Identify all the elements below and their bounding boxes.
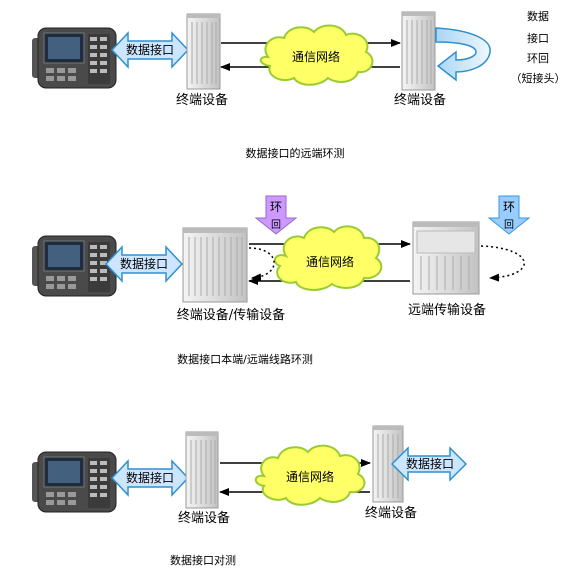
- right-device-label: 远端传输设备: [408, 302, 486, 318]
- terminal-device-right[interactable]: [401, 11, 436, 91]
- interface-label: 数据接口: [126, 470, 174, 485]
- loopback-arrow: [435, 27, 491, 82]
- remote-interface-label: 数据接口: [406, 456, 454, 471]
- terminal-transmission-device[interactable]: [182, 227, 248, 303]
- test-instrument[interactable]: [32, 451, 117, 513]
- diagram1-caption: 数据接口的远端环测: [246, 146, 345, 160]
- interface-label: 数据接口: [120, 256, 168, 271]
- network-cloud: [259, 24, 374, 86]
- test-instrument[interactable]: [32, 235, 117, 297]
- network-label: 通信网络: [292, 49, 340, 64]
- local-loop-char-2: 回: [271, 219, 281, 231]
- diagram3-caption: 数据接口对测: [170, 553, 236, 567]
- right-device-label: 终端设备: [365, 505, 417, 521]
- diagram2-caption: 数据接口本端/远端线路环测: [177, 352, 313, 366]
- right-device-label: 终端设备: [394, 92, 446, 108]
- loop-note-line-2: 接口: [527, 32, 549, 45]
- loop-note-line-3: 环回: [527, 52, 549, 65]
- remote-transmission-device[interactable]: [412, 221, 480, 295]
- remote-interface-double-arrow: [390, 446, 468, 482]
- diagram-remote-loop: 数据接口 通信网络 终端设备 终端设备 数据: [32, 9, 566, 160]
- network-cloud: [273, 225, 383, 291]
- local-loop-char-1: 环: [270, 200, 282, 214]
- left-device-label: 终端设备: [176, 92, 228, 108]
- diagram-peer-test: 数据接口 通信网络 数据接口 终端设备 终端设备 数据接口对测: [32, 425, 468, 567]
- remote-loop-dotted: [480, 245, 525, 282]
- test-instrument[interactable]: [32, 27, 117, 89]
- left-device-label: 终端设备/传输设备: [177, 307, 285, 323]
- remote-loop-char-1: 环: [503, 200, 515, 214]
- diagram-local-remote-line-loop: 数据接口 通信网络: [32, 195, 531, 366]
- local-loop-dotted: [248, 247, 275, 282]
- network-label: 通信网络: [306, 254, 354, 269]
- interface-label: 数据接口: [126, 42, 174, 57]
- network-label: 通信网络: [286, 469, 334, 484]
- interface-double-arrow: [104, 245, 184, 283]
- terminal-device-left[interactable]: [185, 431, 219, 509]
- local-loop-marker[interactable]: 环 回: [254, 195, 298, 235]
- left-device-label: 终端设备: [178, 510, 230, 526]
- remote-loop-marker[interactable]: 环 回: [487, 195, 531, 235]
- network-cloud: [254, 444, 366, 506]
- terminal-device-left[interactable]: [186, 13, 221, 90]
- loop-note-line-4: （短接头）: [511, 71, 566, 85]
- loop-note-line-1: 数据: [527, 9, 549, 23]
- remote-loop-char-2: 回: [504, 219, 514, 231]
